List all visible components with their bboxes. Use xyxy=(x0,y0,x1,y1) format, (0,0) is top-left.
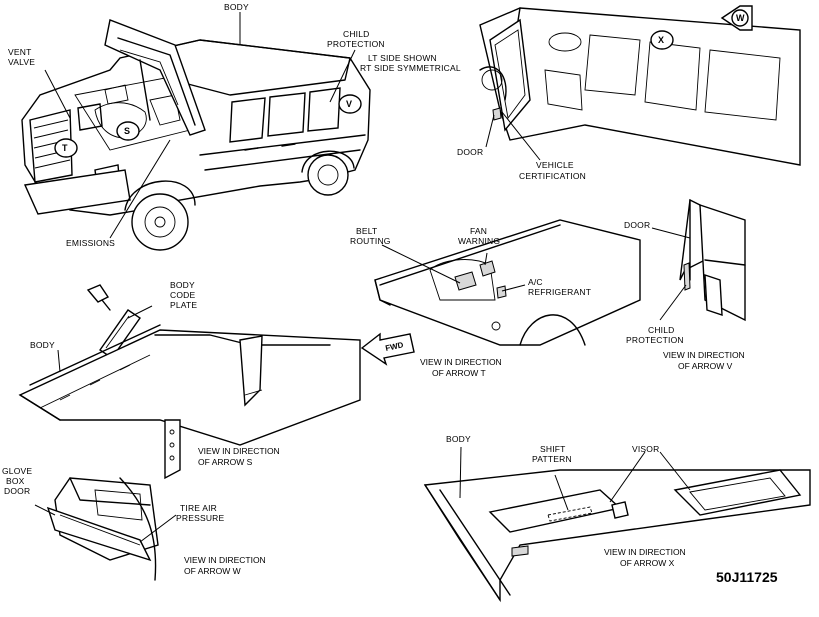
glove-box-illustration xyxy=(34,477,177,581)
label-tire-air-2: PRESSURE xyxy=(176,513,224,523)
label-door-top: DOOR xyxy=(457,147,483,157)
label-ac-refrigerant-2: REFRIGERANT xyxy=(528,287,591,297)
label-visor: VISOR xyxy=(632,444,659,454)
label-body-code-plate-2: CODE xyxy=(170,290,195,300)
label-ac-refrigerant-1: A/C xyxy=(528,277,543,287)
label-lt-side-1: LT SIDE SHOWN xyxy=(368,53,437,63)
caption-view-x-1: VIEW IN DIRECTION xyxy=(604,547,686,557)
label-glove-box-1: GLOVE xyxy=(2,466,32,476)
label-belt-routing-1: BELT xyxy=(356,226,377,236)
label-lt-side-2: RT SIDE SYMMETRICAL xyxy=(360,63,461,73)
label-body-bottom: BODY xyxy=(446,434,471,444)
svg-text:T: T xyxy=(62,143,68,153)
caption-view-w-2: OF ARROW W xyxy=(184,566,241,576)
caption-view-x-2: OF ARROW X xyxy=(620,558,675,568)
door-edge-illustration xyxy=(651,198,746,322)
arrow-marker-x: X xyxy=(650,30,674,50)
label-tire-air-1: TIRE AIR xyxy=(180,503,217,513)
caption-view-t-1: VIEW IN DIRECTION xyxy=(420,357,502,367)
body-code-plate-illustration xyxy=(18,284,361,480)
label-emissions: EMISSIONS xyxy=(66,238,115,248)
caption-view-w-1: VIEW IN DIRECTION xyxy=(184,555,266,565)
svg-text:V: V xyxy=(346,99,352,109)
label-child-protection-top-1: CHILD xyxy=(343,29,370,39)
label-vehicle-cert-2: CERTIFICATION xyxy=(519,171,586,181)
figure-id: 50J11725 xyxy=(716,569,778,585)
label-door-right: DOOR xyxy=(624,220,650,230)
vehicle-illustration: T S V xyxy=(21,12,371,251)
label-vent-valve-1: VENT xyxy=(8,47,31,57)
caption-view-v-2: OF ARROW V xyxy=(678,361,733,371)
caption-view-s-1: VIEW IN DIRECTION xyxy=(198,446,280,456)
svg-text:X: X xyxy=(658,35,664,45)
label-glove-box-3: DOOR xyxy=(4,486,30,496)
label-fan-warning-2: WARNING xyxy=(458,236,500,246)
label-body-code-plate-3: PLATE xyxy=(170,300,197,310)
caption-view-s-2: OF ARROW S xyxy=(198,457,253,467)
arrow-marker-v: V xyxy=(338,94,362,114)
label-body-left: BODY xyxy=(30,340,55,350)
door-jamb-illustration: X W xyxy=(479,5,801,166)
arrow-marker-t: T xyxy=(54,138,78,158)
caption-view-v-1: VIEW IN DIRECTION xyxy=(663,350,745,360)
label-child-protection-top-2: PROTECTION xyxy=(327,39,385,49)
svg-text:S: S xyxy=(124,126,130,136)
label-child-protection-right-2: PROTECTION xyxy=(626,335,684,345)
label-body-top: BODY xyxy=(224,2,249,12)
label-child-protection-right-1: CHILD xyxy=(648,325,675,335)
label-vehicle-cert-1: VEHICLE xyxy=(536,160,574,170)
label-vent-valve-2: VALVE xyxy=(8,57,35,67)
svg-text:W: W xyxy=(736,13,745,23)
caption-view-t-2: OF ARROW T xyxy=(432,368,486,378)
arrow-marker-s: S xyxy=(116,121,140,141)
label-body-code-plate-1: BODY xyxy=(170,280,195,290)
label-fan-warning-1: FAN xyxy=(470,226,487,236)
visor-illustration xyxy=(423,446,811,603)
engine-compartment-illustration: FWD xyxy=(360,219,641,366)
arrow-marker-w: W xyxy=(720,5,753,31)
label-glove-box-2: BOX xyxy=(6,476,25,486)
label-belt-routing-2: ROUTING xyxy=(350,236,391,246)
label-shift-pattern-2: PATTERN xyxy=(532,454,572,464)
label-shift-pattern-1: SHIFT xyxy=(540,444,566,454)
fwd-arrow: FWD xyxy=(360,332,415,366)
svg-text:FWD: FWD xyxy=(385,340,405,353)
